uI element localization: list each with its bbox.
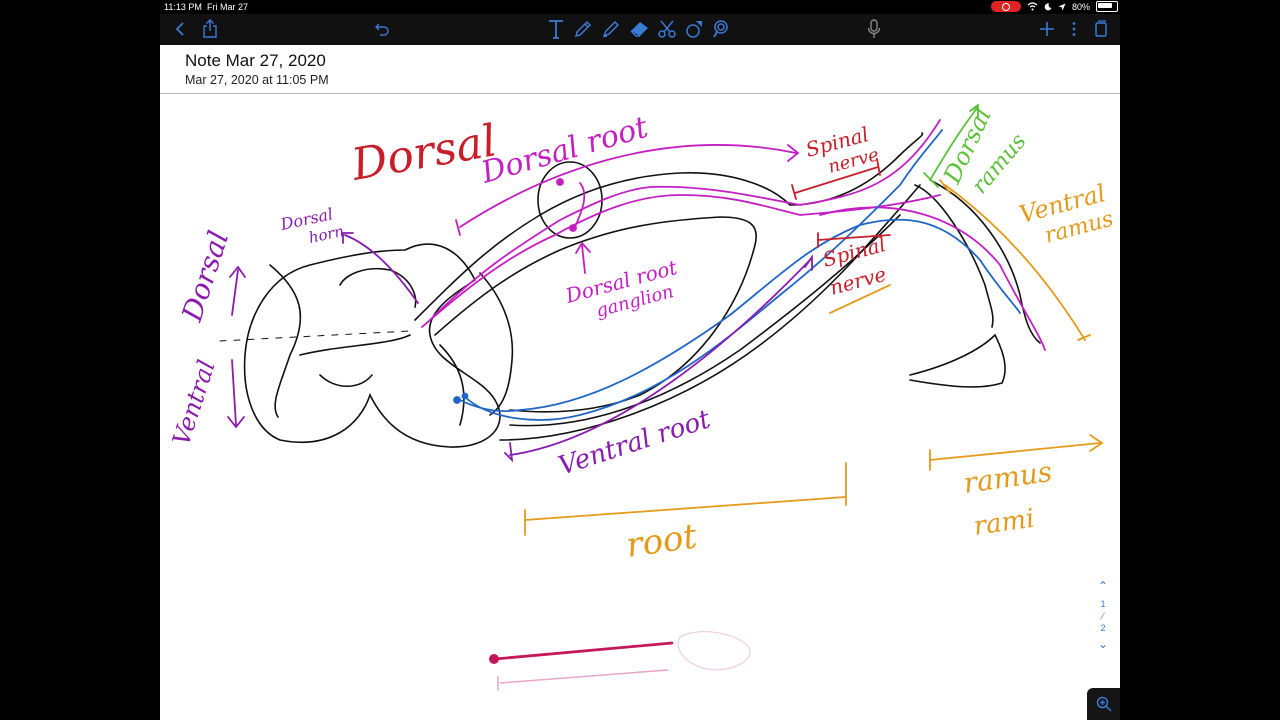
scissors-icon: [657, 19, 677, 39]
undo-icon: [374, 21, 390, 37]
highlighter-icon: [601, 19, 621, 39]
microphone-icon: [867, 19, 881, 39]
magnifier-zoom-icon: [1096, 696, 1112, 712]
status-right: 80%: [991, 1, 1118, 12]
pen-tool-button[interactable]: [572, 18, 594, 40]
spinal-cord-sketch: [220, 244, 500, 447]
pages-icon: [1094, 20, 1108, 38]
pen-sample: [489, 632, 750, 690]
page-up-button[interactable]: ⌃: [1095, 580, 1111, 592]
text-tool-icon: [547, 19, 565, 39]
more-icon: [1071, 21, 1077, 37]
drawing-canvas[interactable]: Dorsal Dorsal Ventral Dorsal horn Dorsal…: [160, 45, 1120, 720]
undo-button[interactable]: [372, 18, 392, 40]
location-icon: [1058, 3, 1066, 11]
more-button[interactable]: [1066, 18, 1082, 40]
shapes-tool-button[interactable]: [683, 18, 705, 40]
eraser-tool-button[interactable]: [628, 18, 652, 40]
battery-percent: 80%: [1072, 2, 1090, 12]
share-icon: [202, 19, 218, 39]
label-dorsal-side: Dorsal: [175, 227, 235, 326]
label-dorsal-large: Dorsal: [347, 115, 500, 191]
microphone-button[interactable]: [865, 18, 883, 40]
label-root: root: [624, 516, 700, 566]
label-rami: rami: [972, 504, 1036, 542]
pages-button[interactable]: [1092, 18, 1110, 40]
status-bar: 11:13 PM Fri Mar 27 80%: [0, 0, 1280, 14]
page-current: 1: [1095, 598, 1111, 610]
note-page[interactable]: Note Mar 27, 2020 Mar 27, 2020 at 11:05 …: [160, 45, 1120, 720]
page-down-button[interactable]: ⌄: [1095, 638, 1111, 650]
pen-icon: [573, 19, 593, 39]
share-button[interactable]: [200, 18, 220, 40]
battery-icon: [1096, 1, 1118, 12]
eraser-icon: [629, 19, 651, 39]
plus-icon: [1039, 21, 1055, 37]
status-time: 11:13 PM: [164, 2, 202, 12]
wifi-icon: [1027, 2, 1038, 11]
toolbar: [160, 14, 1120, 45]
label-ramus: ramus: [961, 455, 1054, 500]
screen-recording-icon: [991, 1, 1021, 12]
scissors-tool-button[interactable]: [656, 18, 678, 40]
lasso-tool-button[interactable]: [710, 18, 732, 40]
chevron-left-icon: [175, 21, 185, 37]
highlighter-tool-button[interactable]: [600, 18, 622, 40]
lasso-icon: [711, 19, 731, 39]
page-divider: ⁄: [1095, 610, 1111, 622]
label-ventral-side: Ventral: [167, 357, 221, 449]
page-total: 2: [1095, 622, 1111, 634]
back-button[interactable]: [172, 18, 188, 40]
page-navigator: ⌃ 1 ⁄ 2 ⌄: [1095, 580, 1111, 650]
zoom-button[interactable]: [1087, 688, 1120, 720]
moon-icon: [1044, 3, 1052, 11]
label-dorsal-root: Dorsal root: [477, 110, 653, 191]
shapes-icon: [684, 19, 704, 39]
status-date: Fri Mar 27: [207, 2, 248, 12]
add-page-button[interactable]: [1037, 18, 1057, 40]
text-tool-button[interactable]: [545, 18, 567, 40]
